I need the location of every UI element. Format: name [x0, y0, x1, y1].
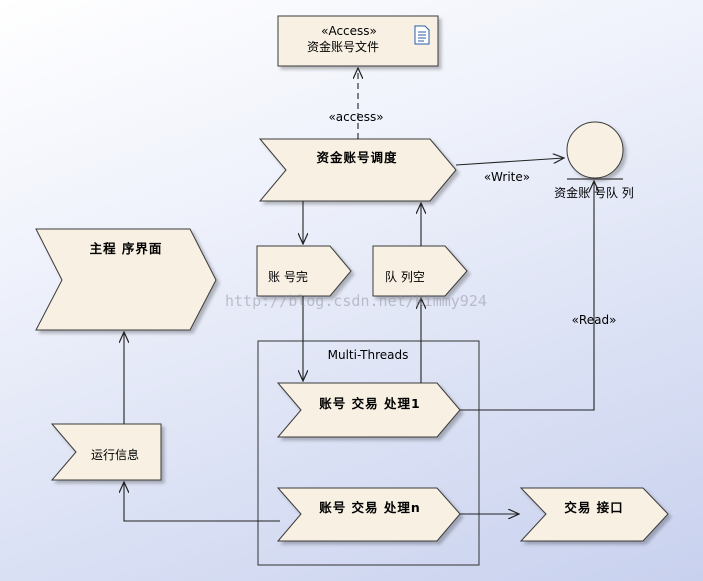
write-connector-label: «Write» [483, 170, 531, 184]
dispatcher-node[interactable] [258, 138, 457, 202]
document-icon [414, 25, 430, 45]
queue-node[interactable] [566, 121, 624, 180]
dispatcher-label: 资金账号调度 [316, 150, 398, 165]
watermark: http://blog.csdn.net/kimmy924 [225, 292, 487, 310]
account-done-label: 账 号完 [268, 270, 308, 284]
threads-frame-label: Multi-Threads [327, 348, 409, 362]
trade-api-label: 交易 接口 [564, 500, 624, 515]
queue-empty-node[interactable] [372, 245, 468, 297]
worker-n-to-run-info[interactable] [124, 482, 280, 522]
read-connector-label: «Read» [571, 313, 617, 327]
worker-1-label: 账号 交易 处理1 [319, 396, 421, 411]
artifact-name: 资金账号文件 [306, 40, 380, 54]
read-connector[interactable] [460, 181, 594, 411]
worker-n-label: 账号 交易 处理n [319, 500, 421, 515]
worker-n-node[interactable] [276, 487, 461, 542]
run-info-label: 运行信息 [91, 448, 140, 462]
write-connector[interactable] [455, 158, 564, 166]
main-ui-label: 主程 序界面 [89, 241, 163, 256]
queue-label: 资金账 号队 列 [554, 186, 634, 200]
artifact-stereotype: «Access» [321, 24, 377, 38]
multi-threads-frame [257, 340, 480, 566]
run-info-node[interactable] [50, 423, 162, 481]
queue-empty-label: 队 列空 [385, 270, 425, 284]
main-ui-node[interactable] [35, 228, 217, 331]
trade-api-node[interactable] [519, 487, 669, 542]
access-connector-label: «access» [328, 110, 384, 124]
account-done-node[interactable] [256, 245, 352, 297]
worker-1-node[interactable] [276, 382, 461, 438]
artifact-node[interactable] [277, 15, 439, 67]
